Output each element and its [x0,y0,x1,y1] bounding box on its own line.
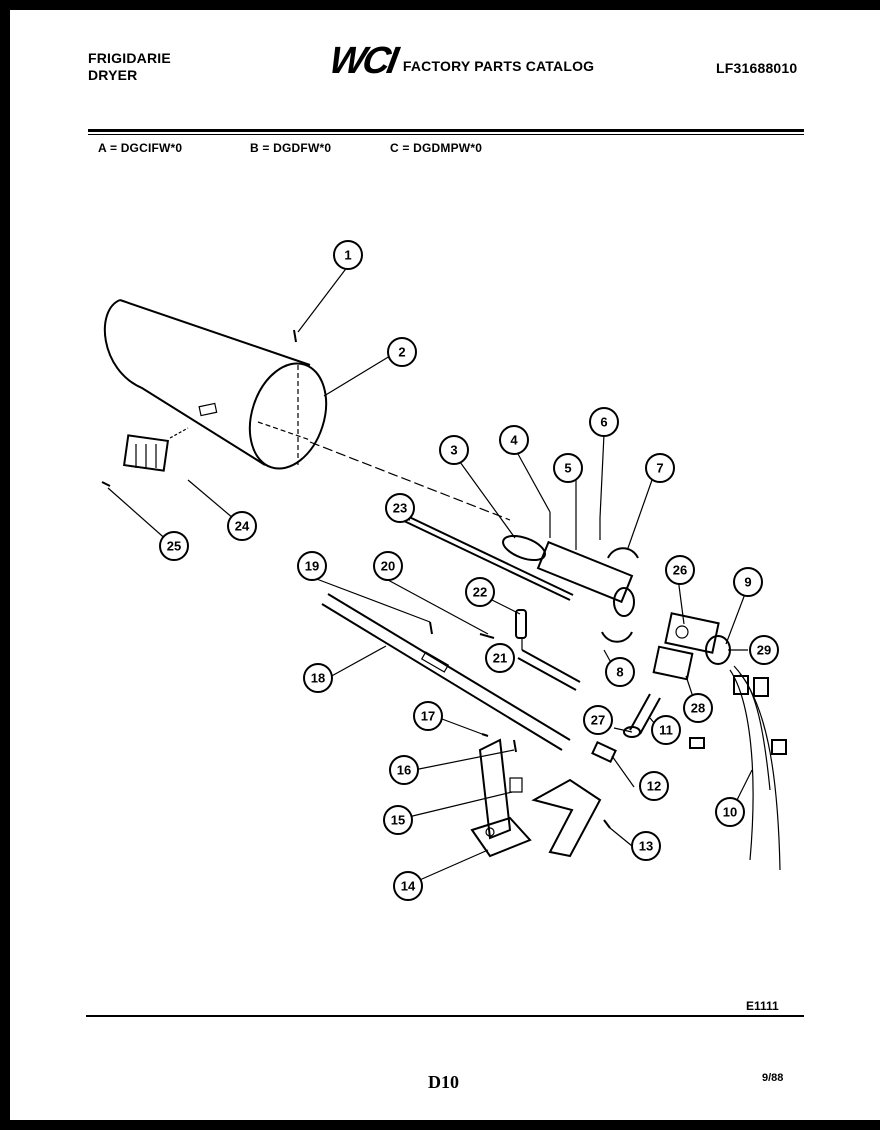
callout-17: 17 [413,701,443,731]
callout-4: 4 [499,425,529,455]
callout-24: 24 [227,511,257,541]
callout-8: 8 [605,657,635,687]
svg-text:16: 16 [397,763,411,778]
callout-12: 12 [639,771,669,801]
callout-13: 13 [631,831,661,861]
switch-part [122,427,189,472]
pin-part [479,633,495,639]
leader-lines [107,265,753,887]
catalog-heading: WCI FACTORY PARTS CATALOG [326,40,595,82]
callout-19: 19 [297,551,327,581]
svg-text:29: 29 [757,643,771,658]
svg-text:18: 18 [311,671,325,686]
svg-text:9: 9 [744,575,751,590]
svg-text:8: 8 [616,665,623,680]
svg-text:12: 12 [647,779,661,794]
callout-20: 20 [373,551,403,581]
svg-text:24: 24 [235,519,250,534]
brand-block: FRIGIDARIE DRYER [88,50,171,84]
svg-text:19: 19 [305,559,319,574]
svg-text:20: 20 [381,559,395,574]
svg-text:25: 25 [167,539,181,554]
revision-date: 9/88 [762,1072,784,1084]
bracket-top-screw-part [513,739,517,753]
svg-text:11: 11 [659,723,673,738]
parts-catalog-page: FRIGIDARIE DRYER WCI FACTORY PARTS CATAL… [10,10,880,1120]
bracket-side-screw-part [481,733,489,737]
igniter-part [515,609,527,650]
callout-14: 14 [393,871,423,901]
callout-28: 28 [683,693,713,723]
drum-screw-part [293,329,297,343]
terminal-part [591,741,617,763]
svg-text:14: 14 [401,879,416,894]
svg-text:4: 4 [510,433,518,448]
drum-part [103,299,511,521]
bracket-part [470,738,602,858]
svg-text:13: 13 [639,839,653,854]
model-a: A = DGCIFW*0 [98,141,183,155]
svg-text:22: 22 [473,585,487,600]
callout-25: 25 [159,531,189,561]
svg-text:15: 15 [391,813,405,828]
callout-7: 7 [645,453,675,483]
exploded-parts-diagram: 1 2 3 4 5 6 7 8 9 10 11 12 13 14 15 16 1… [101,240,787,901]
svg-text:6: 6 [600,415,607,430]
callout-9: 9 [733,567,763,597]
svg-text:26: 26 [673,563,687,578]
callout-18: 18 [303,663,333,693]
svg-text:17: 17 [421,709,435,724]
rod-screw-part [429,621,433,635]
svg-text:1: 1 [344,248,351,263]
callout-21: 21 [485,643,515,673]
diagram-code: E1111 [746,999,779,1013]
model-b: B = DGDFW*0 [250,141,332,155]
product-type: DRYER [88,67,138,83]
callout-11: 11 [651,715,681,745]
callout-6: 6 [589,407,619,437]
page-number: D10 [428,1072,459,1092]
callout-22: 22 [465,577,495,607]
svg-text:21: 21 [493,651,507,666]
callout-2: 2 [387,337,417,367]
catalog-number: LF31688010 [716,60,798,76]
burner-tube-part [401,512,639,643]
svg-text:28: 28 [691,701,705,716]
header-rule-thin [88,134,804,135]
callout-15: 15 [383,805,413,835]
svg-text:3: 3 [450,443,457,458]
callout-23: 23 [385,493,415,523]
svg-text:7: 7 [656,461,663,476]
bracket-screw-part [603,819,611,829]
rod-part [321,593,581,751]
callout-5: 5 [553,453,583,483]
svg-text:23: 23 [393,501,407,516]
brand-name: FRIGIDARIE [88,50,171,66]
svg-text:5: 5 [564,461,571,476]
catalog-title: FACTORY PARTS CATALOG [402,58,595,74]
callout-3: 3 [439,435,469,465]
callout-16: 16 [389,755,419,785]
callout-1: 1 [333,240,363,270]
callout-29: 29 [749,635,779,665]
svg-text:2: 2 [398,345,405,360]
svg-text:10: 10 [723,805,737,820]
switch-screw-part [101,481,111,487]
callout-27: 27 [583,705,613,735]
callout-26: 26 [665,555,695,585]
sensor-part [623,693,661,738]
header-rule [88,129,804,132]
svg-text:27: 27 [591,713,605,728]
model-c: C = DGDMPW*0 [390,141,483,155]
footer-rule [86,1015,804,1017]
callout-10: 10 [715,797,745,827]
